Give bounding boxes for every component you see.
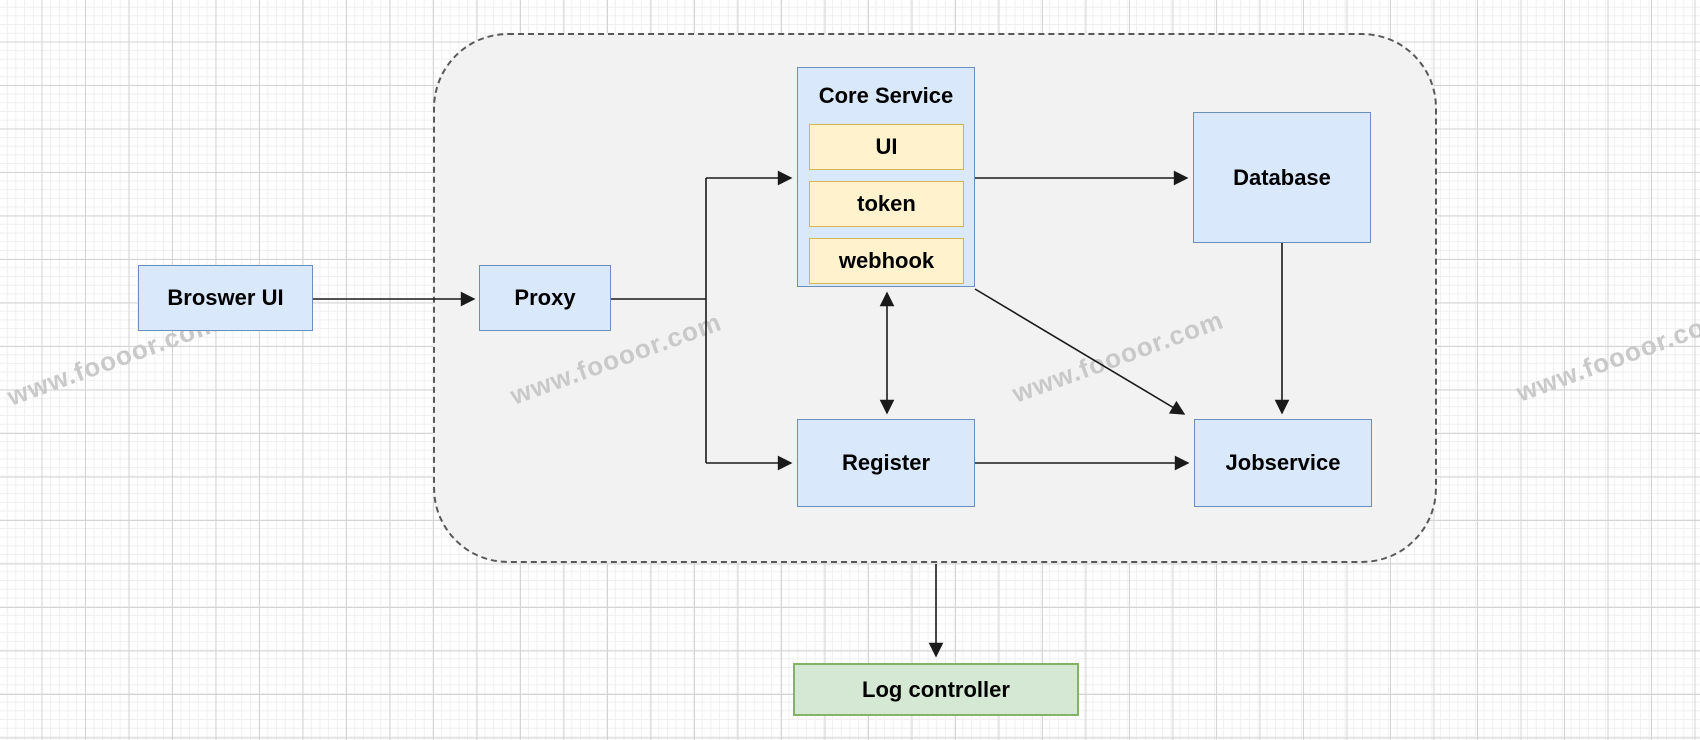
node-browser-ui[interactable]: Broswer UI xyxy=(138,265,313,331)
node-jobservice-label: Jobservice xyxy=(1225,450,1341,475)
node-core-ui-label: UI xyxy=(875,134,898,159)
node-core-service[interactable]: Core Service UI token webhook xyxy=(797,67,975,287)
node-log-controller-label: Log controller xyxy=(862,676,1010,702)
node-register-label: Register xyxy=(841,450,931,475)
node-core-webhook[interactable]: webhook xyxy=(809,238,964,284)
node-core-token-label: token xyxy=(857,191,916,216)
node-core-ui[interactable]: UI xyxy=(809,124,964,170)
node-proxy[interactable]: Proxy xyxy=(479,265,611,331)
node-jobservice[interactable]: Jobservice xyxy=(1194,419,1372,507)
node-browser-ui-label: Broswer UI xyxy=(167,285,284,310)
node-proxy-label: Proxy xyxy=(514,285,576,310)
watermark: www.foooor.com xyxy=(1512,303,1700,408)
node-database[interactable]: Database xyxy=(1193,112,1371,243)
node-database-label: Database xyxy=(1233,164,1331,190)
node-register[interactable]: Register xyxy=(797,419,975,507)
core-service-title: Core Service xyxy=(818,83,954,108)
node-core-webhook-label: webhook xyxy=(838,248,935,273)
node-log-controller[interactable]: Log controller xyxy=(793,663,1079,716)
node-core-token[interactable]: token xyxy=(809,181,964,227)
